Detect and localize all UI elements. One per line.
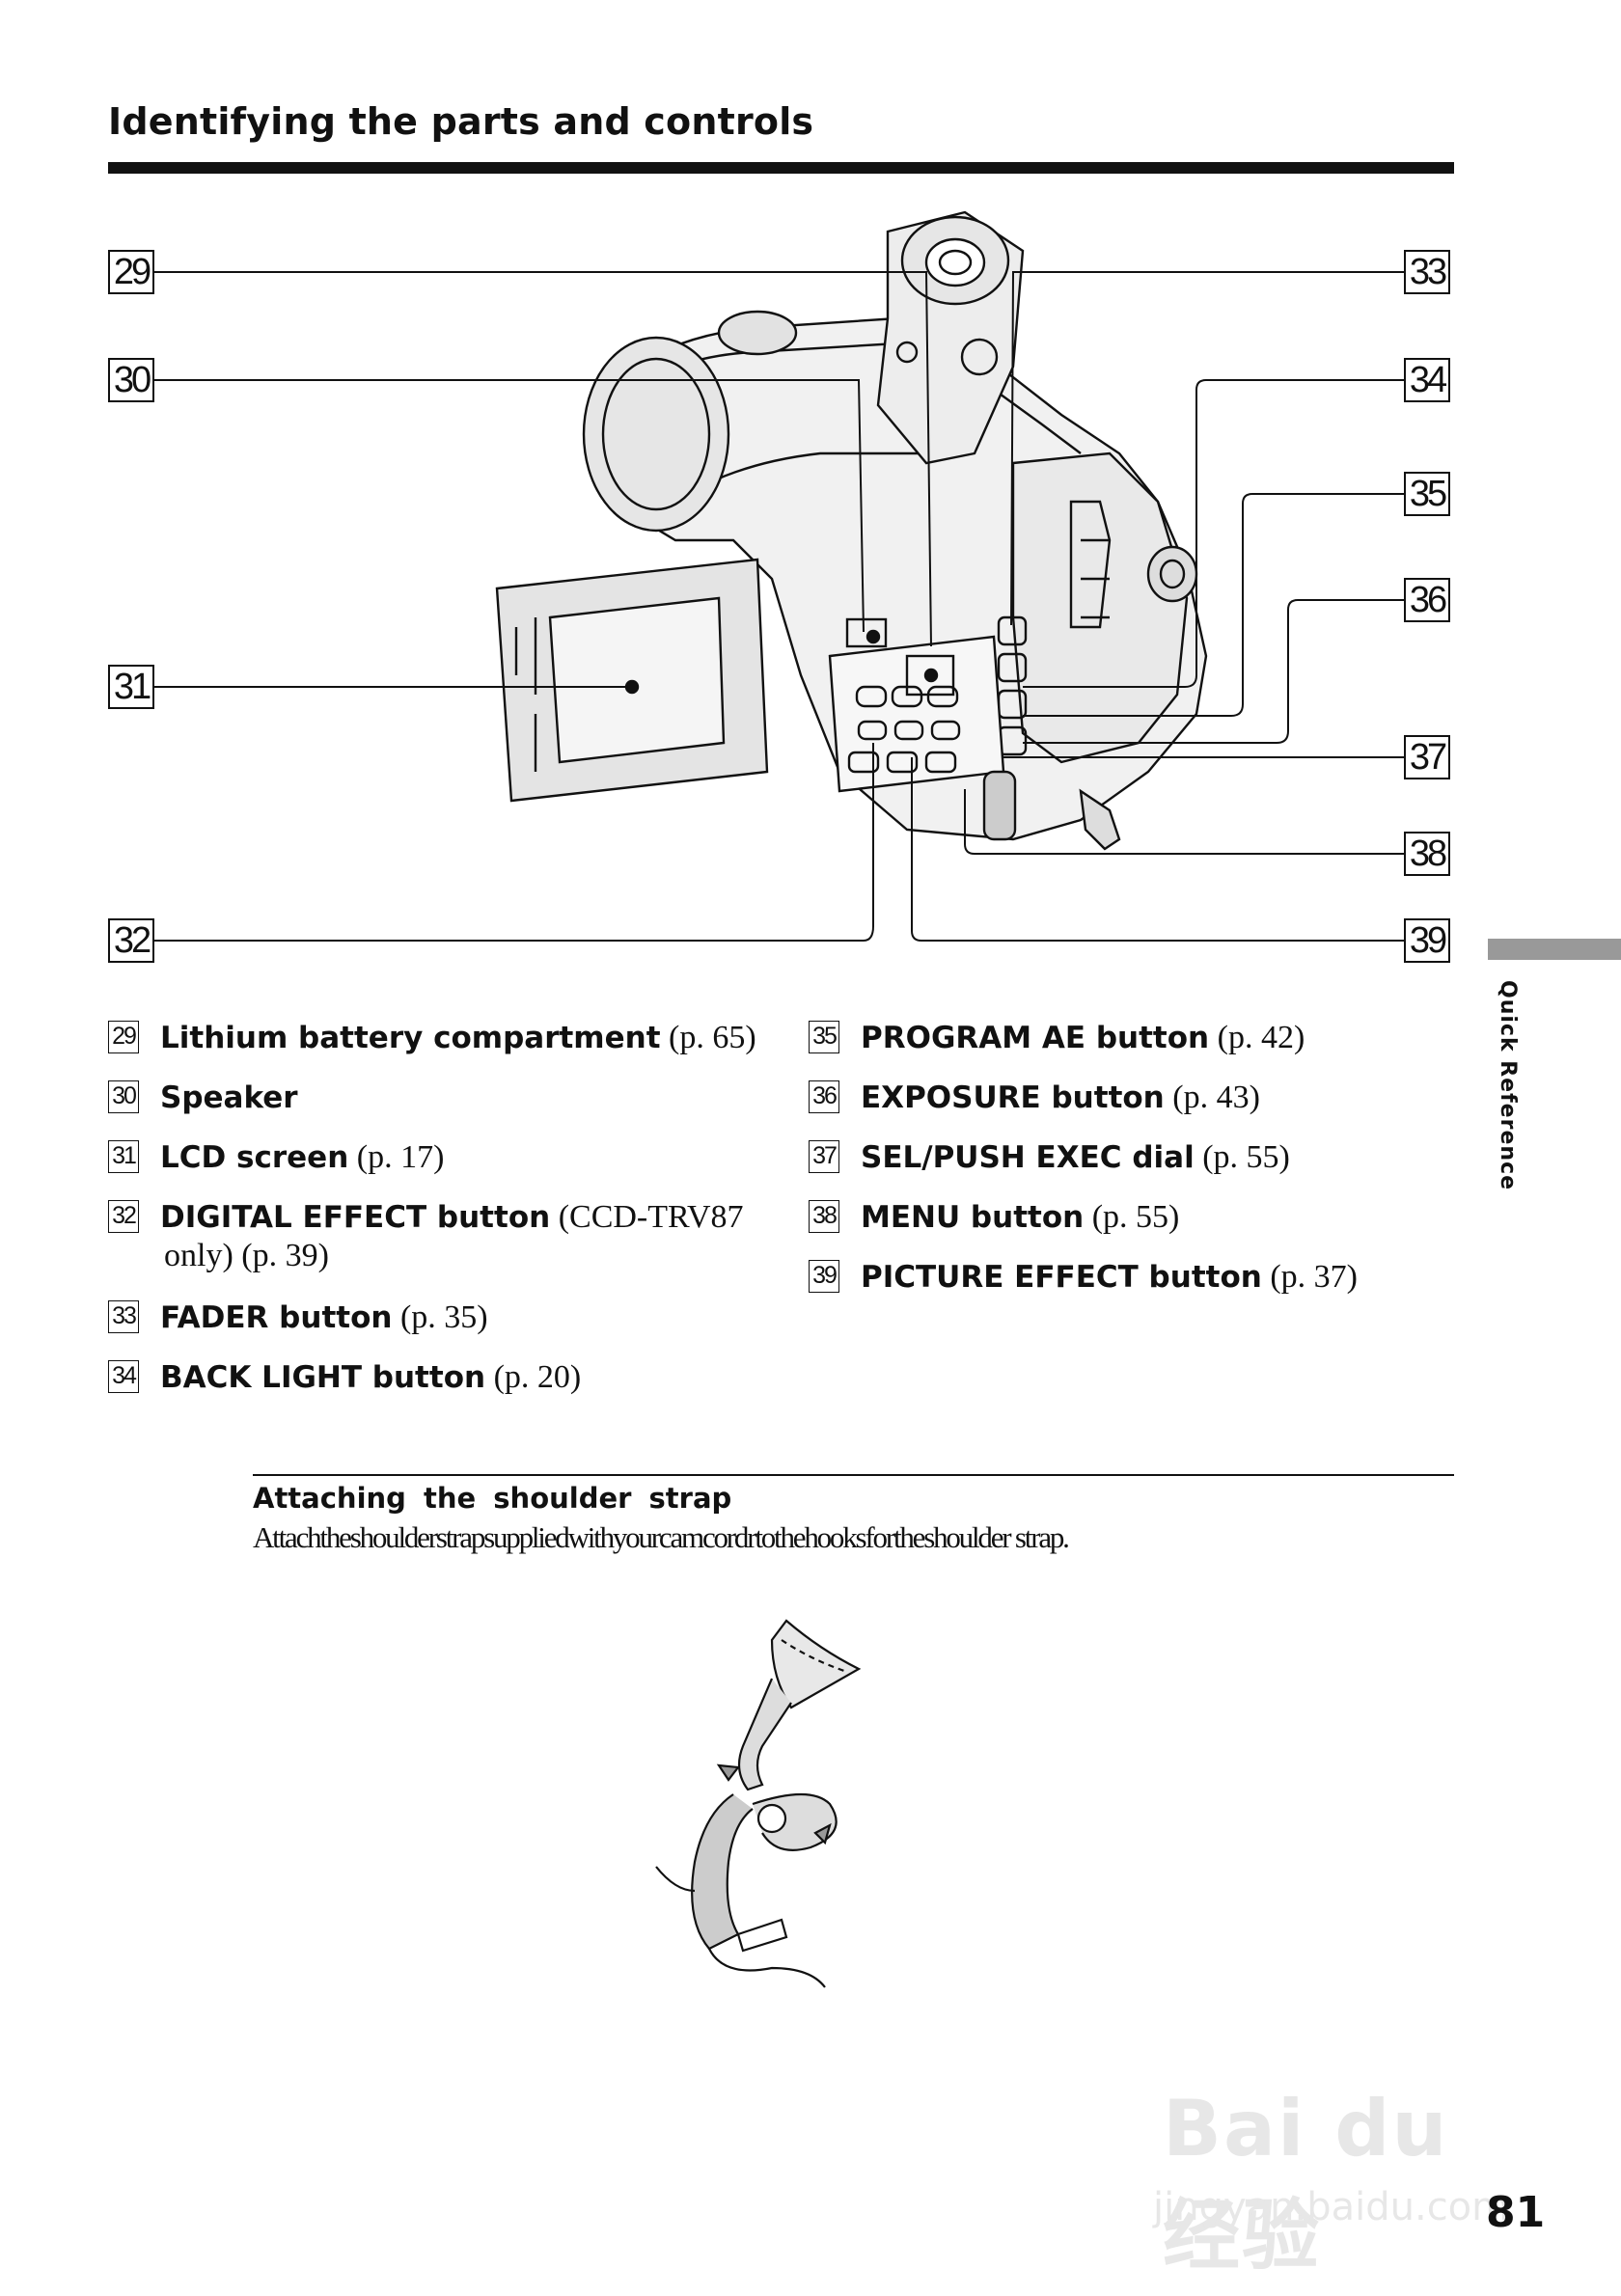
legend-item-33: 33 FADER button (p. 35) — [108, 1298, 488, 1337]
legend-name: EXPOSURE button — [861, 1080, 1165, 1115]
callout-30: 30 — [108, 358, 154, 402]
legend-name: Speaker — [160, 1080, 298, 1115]
strap-section-heading: Attaching the shoulder strap — [253, 1482, 732, 1515]
legend-number: 35 — [809, 1021, 839, 1054]
legend-item-36: 36 EXPOSURE button (p. 43) — [809, 1079, 1260, 1117]
legend-item-39: 39 PICTURE EFFECT button (p. 37) — [809, 1258, 1358, 1297]
legend-item-34: 34 BACK LIGHT button (p. 20) — [108, 1358, 581, 1397]
page-title: Identifying the parts and controls — [108, 100, 814, 143]
legend-page-ref: (p. 42) — [1209, 1020, 1305, 1055]
strap-section-body: Attachtheshoulderstrapsuppliedwithyourca… — [253, 1520, 1070, 1554]
legend-name: PICTURE EFFECT button — [861, 1260, 1262, 1295]
legend-item-37: 37 SEL/PUSH EXEC dial (p. 55) — [809, 1138, 1290, 1177]
legend-name: MENU button — [861, 1200, 1085, 1235]
legend-number: 30 — [108, 1080, 139, 1114]
legend-page-ref: (p. 37) — [1261, 1259, 1358, 1295]
legend-page-ref: (p. 20) — [485, 1359, 582, 1395]
legend-page-ref: (p. 55) — [1194, 1139, 1290, 1175]
legend-continuation: only) (p. 39) — [164, 1238, 329, 1273]
legend-item-35: 35 PROGRAM AE button (p. 42) — [809, 1019, 1305, 1057]
legend-page-ref: (p. 35) — [392, 1299, 488, 1335]
legend-page-ref: (p. 65) — [660, 1020, 756, 1055]
callout-33: 33 — [1404, 250, 1450, 294]
legend-number: 38 — [809, 1200, 839, 1234]
legend-page-ref: (p. 17) — [348, 1139, 445, 1175]
watermark-url: jingyan.baidu.com — [1153, 2185, 1510, 2229]
legend-name: FADER button — [160, 1300, 393, 1335]
section-tab-marker — [1488, 939, 1621, 960]
legend-name: DIGITAL EFFECT button — [160, 1200, 551, 1235]
legend-item-38: 38 MENU button (p. 55) — [809, 1198, 1179, 1237]
section-tab-label: Quick Reference — [1491, 980, 1529, 1192]
legend-name: Lithium battery compartment — [160, 1021, 661, 1055]
callout-32: 32 — [108, 918, 154, 963]
legend-item-29: 29 Lithium battery compartment (p. 65) — [108, 1019, 756, 1057]
legend-number: 31 — [108, 1140, 139, 1174]
legend-page-ref: (p. 43) — [1164, 1080, 1260, 1115]
title-rule — [108, 162, 1454, 174]
legend-number: 29 — [108, 1021, 139, 1054]
legend-number: 37 — [809, 1140, 839, 1174]
callout-29: 29 — [108, 250, 154, 294]
callout-36: 36 — [1404, 578, 1450, 622]
watermark: Bai du 经验 jingyan.baidu.com — [1143, 2055, 1510, 2281]
callout-37: 37 — [1404, 735, 1450, 779]
page-number: 81 — [1486, 2188, 1546, 2237]
strap-illustration — [655, 1619, 862, 1988]
camcorder-illustration — [154, 210, 1404, 942]
legend-number: 39 — [809, 1260, 839, 1294]
legend-name: BACK LIGHT button — [160, 1360, 486, 1395]
legend-page-ref: (p. 55) — [1084, 1199, 1180, 1235]
callout-35: 35 — [1404, 472, 1450, 516]
legend-number: 36 — [809, 1080, 839, 1114]
legend-name: SEL/PUSH EXEC dial — [861, 1140, 1195, 1175]
legend-name: LCD screen — [160, 1140, 349, 1175]
legend-name: PROGRAM AE button — [861, 1021, 1210, 1055]
section-tab-text: Quick Reference — [1496, 980, 1520, 1190]
legend-item-32: 32 DIGITAL EFFECT button (CCD-TRV87 only)… — [108, 1198, 764, 1275]
legend-item-30: 30 Speaker — [108, 1079, 298, 1117]
legend-number: 33 — [108, 1300, 139, 1334]
callout-39: 39 — [1404, 918, 1450, 963]
legend-page-ref: (CCD-TRV87 — [550, 1199, 744, 1235]
callout-38: 38 — [1404, 832, 1450, 876]
callout-31: 31 — [108, 665, 154, 709]
legend-number: 34 — [108, 1360, 139, 1394]
legend-item-31: 31 LCD screen (p. 17) — [108, 1138, 444, 1177]
callout-34: 34 — [1404, 358, 1450, 402]
section-divider — [253, 1474, 1454, 1476]
watermark-logo: Bai du 经验 — [1163, 2084, 1449, 2281]
legend-number: 32 — [108, 1200, 139, 1234]
